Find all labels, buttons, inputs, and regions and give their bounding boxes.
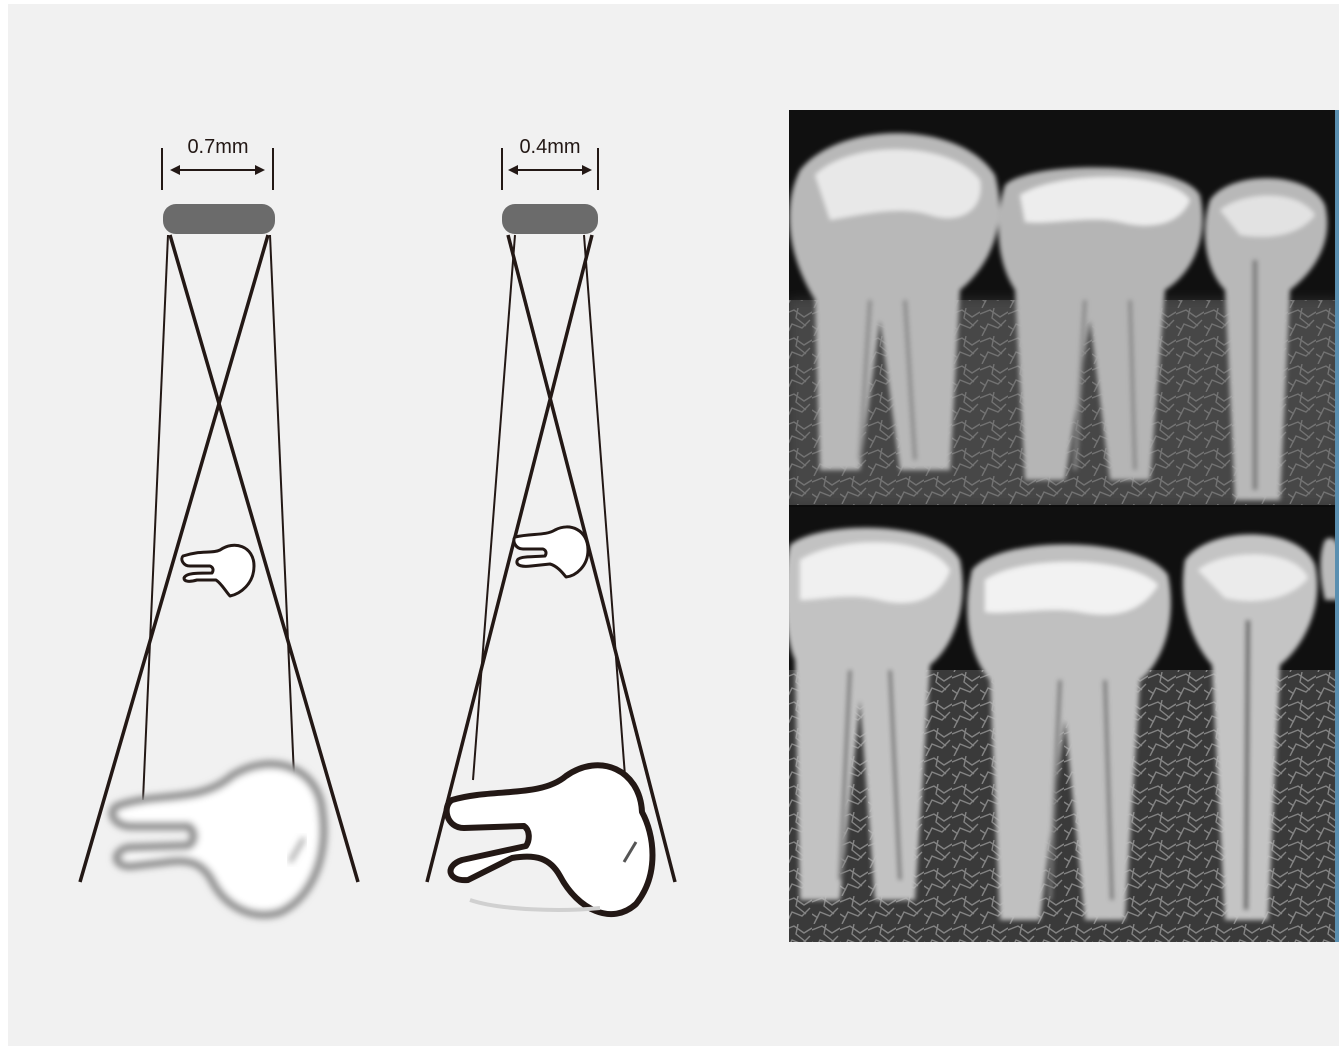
xray-panels-border [1335,110,1339,942]
focal-spot [502,204,598,234]
xray-panel-top [789,110,1339,505]
focal-spot [163,204,275,234]
focal-spot-size-label: 0.7mm [187,136,248,158]
focal-spot-size-label: 0.4mm [519,136,580,158]
xray-panel-bottom [785,507,1339,942]
